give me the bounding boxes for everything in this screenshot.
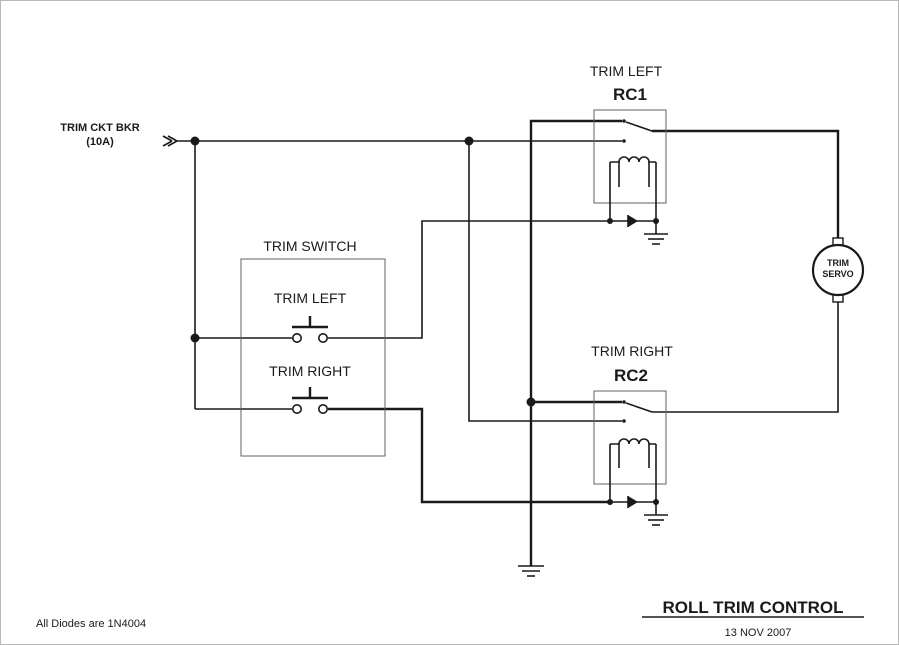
relay-rc2-coil-icon [609, 438, 657, 502]
trim-right-pushbutton: TRIM RIGHT [269, 363, 351, 414]
relay-rc1-coil-icon [609, 156, 657, 221]
trim-switch-box [240, 258, 386, 457]
breaker-rating: (10A) [86, 136, 114, 148]
relay-rc2-box [593, 390, 667, 485]
trim-left-pushbutton: TRIM LEFT [274, 290, 347, 343]
relay-rc1-name: RC1 [613, 85, 647, 104]
breaker-label: TRIM CKT BKR [60, 122, 139, 134]
servo-label-line1: TRIM [827, 258, 849, 268]
drawing-date: 13 NOV 2007 [725, 627, 792, 639]
relay-rc1: TRIM LEFT RC1 [590, 63, 668, 245]
relay-rc1-diode-icon [607, 215, 659, 227]
relay-rc1-box [593, 109, 667, 204]
trim-left-switch-label: TRIM LEFT [274, 290, 347, 306]
relay-rc2-name: RC2 [614, 366, 648, 385]
wiring [175, 119, 840, 566]
relay-rc2-ground-icon [644, 502, 668, 526]
relay-rc1-caption: TRIM LEFT [590, 63, 663, 79]
drawing-title: ROLL TRIM CONTROL [663, 598, 844, 617]
relay-rc2-caption: TRIM RIGHT [591, 343, 673, 359]
main-ground-icon [518, 565, 544, 577]
junction-dots [190, 136, 536, 407]
servo-label-line2: SERVO [822, 269, 853, 279]
circuit-breaker-terminal [162, 135, 178, 147]
trim-switch: TRIM SWITCH TRIM LEFT TRIM RIGHT [240, 238, 386, 457]
trim-servo-motor: TRIM SERVO [811, 237, 865, 303]
relay-rc2-diode-icon [607, 496, 659, 508]
trim-switch-title: TRIM SWITCH [263, 238, 356, 254]
servo-motor-icon [811, 243, 865, 297]
diode-note: All Diodes are 1N4004 [36, 618, 146, 630]
trim-right-switch-label: TRIM RIGHT [269, 363, 351, 379]
relay-rc2: TRIM RIGHT RC2 [591, 343, 673, 526]
relay-rc1-ground-icon [644, 221, 668, 245]
